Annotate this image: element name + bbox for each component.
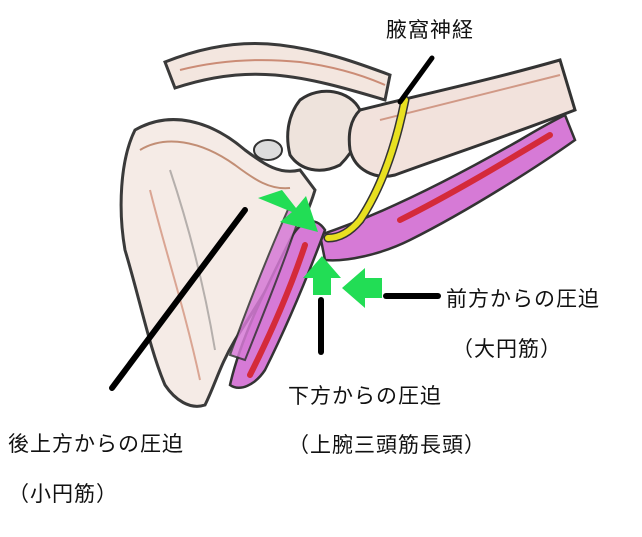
inferior-arrow bbox=[303, 256, 341, 295]
nerve-label: 腋窩神経 bbox=[386, 18, 474, 42]
teres-minor-muscle bbox=[228, 203, 302, 362]
anterior-muscle-label: （大円筋） bbox=[452, 337, 562, 361]
scapula bbox=[119, 118, 317, 408]
posterior-superior-arrow bbox=[258, 190, 318, 232]
nerve-pointer-line bbox=[397, 55, 435, 105]
posterior-superior-muscle-label: （小円筋） bbox=[8, 482, 118, 506]
clavicle bbox=[163, 42, 392, 102]
posterior-superior-pointer-line bbox=[109, 207, 248, 391]
posterior-superior-compression-label: 後上方からの圧迫 bbox=[8, 432, 184, 456]
inferior-muscle-label: （上腕三頭筋長頭） bbox=[288, 433, 486, 457]
inferior-compression-label: 下方からの圧迫 bbox=[288, 384, 442, 408]
teres-major-muscle bbox=[318, 113, 577, 262]
acromion bbox=[286, 89, 363, 172]
anterior-compression-label: 前方からの圧迫 bbox=[446, 287, 600, 311]
humerus bbox=[347, 58, 577, 178]
anterior-arrow bbox=[342, 268, 382, 308]
